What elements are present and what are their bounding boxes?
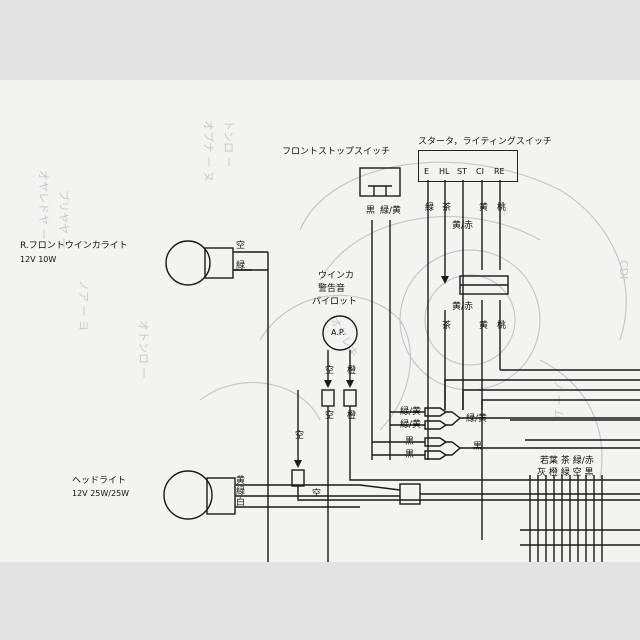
starter-lighting-switch-box — [418, 150, 518, 182]
wire-label-re-pink-lower: 桃 — [495, 320, 505, 329]
front-stop-switch-label: フロントストップスイッチ — [282, 147, 391, 157]
wire-label-hl-brown: 茶 — [440, 202, 450, 211]
headlight-spec: 12V 25W/25W — [72, 489, 130, 498]
wire-label-winker-green: 緑 — [236, 261, 246, 271]
wire-label-junction-gy-2: 緑/黄 — [400, 420, 422, 430]
wire-label-headlight-yellow: 黄 — [236, 476, 246, 486]
wire-label-ci-yellow: 黄 — [477, 202, 487, 211]
winker-pilot-label-2: 警告音 — [318, 284, 346, 294]
wire-label-junction-black-2: 黒 — [405, 450, 415, 460]
wire-label-junction-black-out: 黒 — [473, 442, 483, 452]
wire-label-st-yellow-red: 黄/赤 — [452, 221, 474, 231]
wire-label-ci-yellow-lower: 黄 — [477, 320, 487, 329]
r-front-winker-spec: 12V 10W — [20, 255, 57, 264]
wire-label-winker-sky: 空 — [236, 241, 246, 251]
wire-label-stop-green-yellow: 緑/黄 — [380, 206, 402, 216]
terminal-e: E — [424, 167, 430, 176]
wire-label-st-yellow-red-lower: 黄/赤 — [452, 302, 474, 312]
wire-label-pilot-orange: 橙 — [345, 365, 355, 374]
ap-mark: A.P. — [331, 328, 345, 337]
wire-label-junction-gy-1: 緑/黄 — [400, 407, 422, 417]
harness-label-row1: 若葉 茶 緑/赤 — [540, 456, 594, 466]
svg-text:オヤレドヤ ー: オヤレドヤ ー — [37, 170, 50, 240]
svg-text:オプナ ー ヌ: オプナ ー ヌ — [202, 120, 215, 182]
wiring-diagram-sheet: オプナ ー ヌ トンロ ー オヤレドヤ ー ブリヤヤ ー ノア ー ヨ オトンロ… — [0, 80, 640, 562]
terminal-ci: CI — [476, 167, 484, 176]
svg-text:オトンロ ー: オトンロ ー — [137, 320, 150, 379]
svg-text:ブリヤヤ ー: ブリヤヤ ー — [57, 190, 71, 249]
background-ghost-art: オプナ ー ヌ トンロ ー オヤレドヤ ー ブリヤヤ ー ノア ー ヨ オトンロ… — [37, 120, 630, 481]
wire-label-feed-sky-right: 空 — [312, 489, 322, 499]
starter-lighting-switch-label: スタータ，ライティングスイッチ — [418, 137, 552, 147]
svg-text:トンロ ー: トンロ ー — [222, 120, 235, 168]
terminal-st: ST — [457, 167, 467, 176]
wire-label-headlight-white: 白 — [236, 498, 246, 508]
wire-label-stop-black: 黒 — [366, 206, 376, 216]
wire-label-pilot-sky-lower: 空 — [323, 410, 333, 419]
wire-label-e-green: 緑 — [423, 202, 433, 211]
wiring-lines — [163, 167, 640, 562]
wire-label-pilot-sky: 空 — [323, 365, 333, 374]
winker-pilot-label-1: ウインカ — [318, 271, 355, 281]
svg-text:ノア ー ヨ: ノア ー ヨ — [77, 280, 90, 331]
winker-pilot-label-3: パイロット — [312, 297, 358, 307]
wire-label-headlight-green: 緑 — [236, 487, 246, 497]
wire-label-feed-sky: 空 — [293, 430, 303, 439]
wire-label-junction-gy-out: 緑/黄 — [466, 414, 488, 424]
wire-label-hl-brown-lower: 茶 — [440, 320, 450, 329]
terminal-re: RE — [494, 167, 505, 176]
wire-label-re-pink: 桃 — [495, 202, 505, 211]
r-front-winker-label: R.フロントウインカライト — [20, 241, 128, 251]
wire-label-pilot-orange-lower: 橙 — [345, 410, 355, 419]
headlight-label: ヘッドライト — [72, 476, 127, 486]
terminal-hl: HL — [439, 167, 450, 176]
wire-label-junction-black-1: 黒 — [405, 437, 415, 447]
harness-label-row2: 灰 橙 緑 空 黒 — [537, 468, 594, 478]
svg-text:CDI: CDI — [617, 260, 630, 279]
